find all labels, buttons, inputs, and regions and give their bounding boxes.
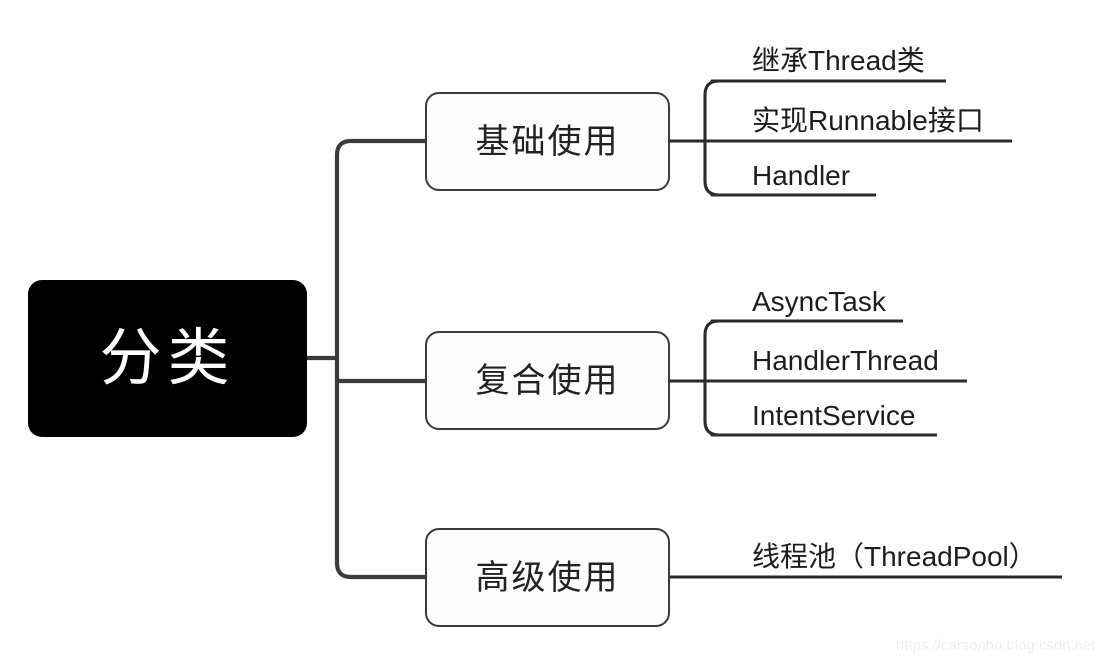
- leaf-item[interactable]: Handler: [748, 162, 854, 197]
- leaf-item-label: 继承Thread类: [752, 45, 925, 76]
- leaf-item-label: HandlerThread: [752, 345, 939, 376]
- connector-sub-trunk-0: [703, 79, 721, 197]
- leaf-item-label: IntentService: [752, 400, 916, 431]
- leaf-item[interactable]: 线程池（ThreadPool）: [748, 543, 1041, 578]
- leaf-item-label: Handler: [752, 160, 851, 191]
- branch-node-advanced-usage[interactable]: 高级使用: [425, 528, 670, 627]
- leaf-item[interactable]: 实现Runnable接口: [748, 107, 988, 142]
- branch-node-label: 基础使用: [475, 122, 620, 161]
- watermark: https://carsonho.blog.csdn.net: [896, 638, 1096, 654]
- leaf-item-label: 线程池（ThreadPool）: [752, 541, 1037, 572]
- leaf-item-label: AsyncTask: [752, 286, 886, 317]
- leaf-item[interactable]: HandlerThread: [748, 347, 943, 382]
- branch-node-label: 高级使用: [475, 558, 620, 597]
- branch-node-composite-usage[interactable]: 复合使用: [425, 331, 670, 430]
- leaf-item[interactable]: IntentService: [748, 402, 919, 437]
- leaf-item[interactable]: 继承Thread类: [748, 47, 929, 82]
- root-node[interactable]: 分类: [28, 280, 307, 437]
- leaf-item[interactable]: AsyncTask: [748, 288, 890, 323]
- branch-node-label: 复合使用: [475, 361, 620, 400]
- leaf-item-label: 实现Runnable接口: [752, 105, 984, 136]
- root-node-label: 分类: [99, 323, 236, 393]
- branch-node-basic-usage[interactable]: 基础使用: [425, 92, 670, 191]
- connector-sub-trunk-1: [703, 319, 721, 437]
- connector-main-trunk: [334, 138, 428, 580]
